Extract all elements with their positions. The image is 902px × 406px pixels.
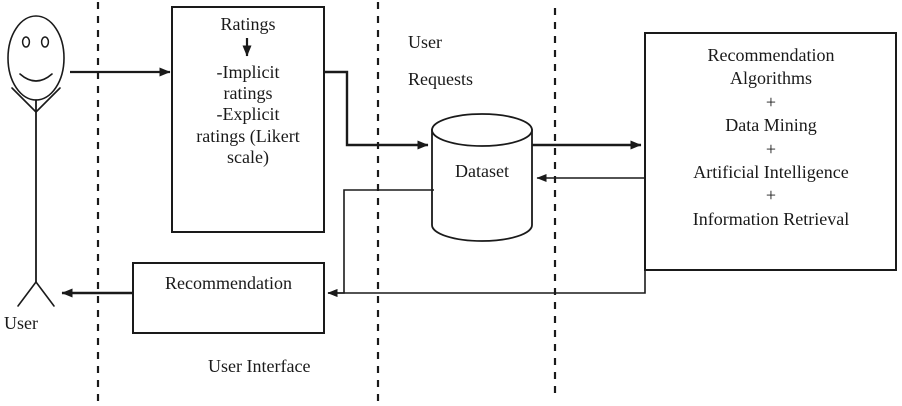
user-requests-label-line2: Requests: [408, 69, 473, 89]
recommendation-box: [132, 262, 325, 334]
connector-engine-to-recommendation: [327, 270, 646, 297]
ratings-line-1: ratings: [223, 83, 273, 104]
engine-line-4: +: [765, 138, 777, 159]
engine-line-3: Data Mining: [725, 115, 817, 136]
recommendation-box-label: Recommendation: [165, 273, 292, 293]
engine-line-7: Information Retrieval: [692, 208, 850, 229]
stick-figure-icon: [7, 15, 65, 307]
engine-line-5: Artificial Intelligence: [693, 161, 849, 182]
connector-ratings-to-dataset: [324, 70, 429, 150]
engine-box: [644, 32, 897, 271]
user-interface-label: User Interface: [208, 356, 311, 376]
dataset-label: Dataset: [455, 161, 509, 181]
ratings-line-3: ratings (Likert: [196, 125, 300, 146]
engine-line-0: Recommendation: [707, 45, 835, 65]
user-actor-label: User: [4, 313, 38, 333]
ratings-box-title: Ratings: [220, 14, 276, 34]
engine-line-6: +: [765, 185, 777, 206]
ratings-box-body: -Implicit ratings -Explicit ratings (Lik…: [176, 62, 320, 168]
user-requests-label-line1: User: [408, 32, 442, 52]
engine-box-body: Recommendation Algorithms + Data Mining …: [648, 44, 894, 231]
ratings-line-0: -Implicit: [216, 62, 280, 82]
connector-dataset-to-recommendation: [327, 189, 434, 297]
dataset-cylinder-icon: [431, 113, 533, 242]
ratings-line-4: scale): [227, 146, 269, 167]
ratings-line-2: -Explicit: [216, 104, 280, 125]
engine-line-2: +: [765, 91, 777, 112]
engine-line-1: Algorithms: [729, 68, 812, 89]
